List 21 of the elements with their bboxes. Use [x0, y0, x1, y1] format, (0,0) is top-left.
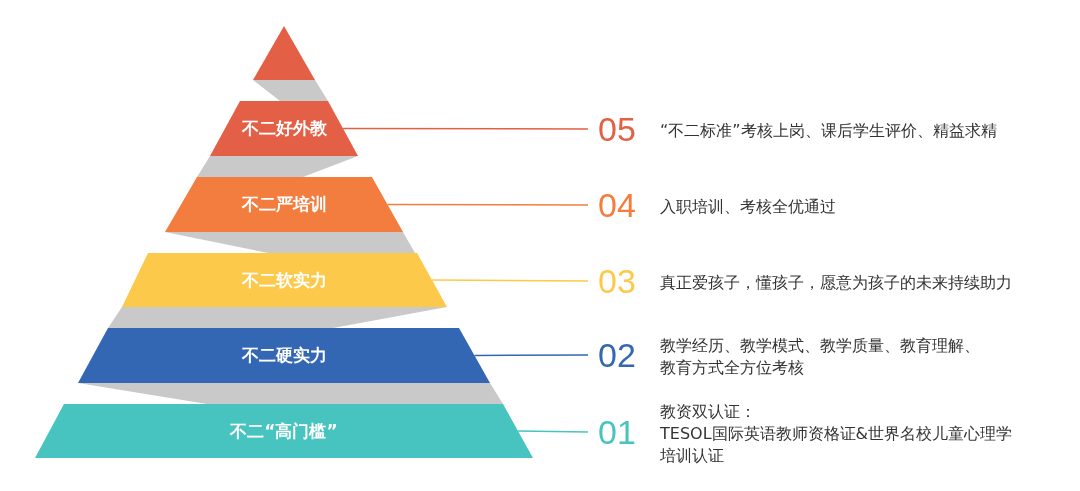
connector-line: [517, 430, 589, 433]
step-description: TESOL国际英语教师资格证&世界名校儿童心理学培训认证: [660, 423, 1014, 467]
step-number: 03: [598, 264, 636, 298]
step-number: 01: [598, 415, 636, 449]
step-description: “不二标准”考核上岗、课后学生评价、精益求精: [660, 120, 998, 142]
connector-line: [431, 279, 589, 282]
step-number: 04: [598, 188, 636, 222]
layer-title: 不二严培训: [241, 193, 327, 216]
connector-line: [386, 203, 589, 206]
layer-title: 不二好外教: [241, 117, 327, 140]
step-description: 真正爱孩子，懂孩子，愿意为孩子的未来持续助力: [660, 272, 1013, 294]
step-description: 入职培训、考核全优通过: [660, 196, 837, 218]
step-number: 05: [598, 112, 636, 146]
step-description: 教资双认证：: [660, 401, 757, 423]
connector-line: [473, 354, 589, 357]
layer-title: 不二硬实力: [241, 344, 327, 367]
layer-title: 不二软实力: [242, 268, 327, 292]
step-description: 教学经历、教学模式、教学质量、教育理解、教育方式全方位考核: [660, 335, 981, 379]
layer-title: 不二“高门槛”: [230, 419, 338, 443]
connector-line: [342, 127, 589, 130]
step-number: 02: [598, 338, 636, 372]
